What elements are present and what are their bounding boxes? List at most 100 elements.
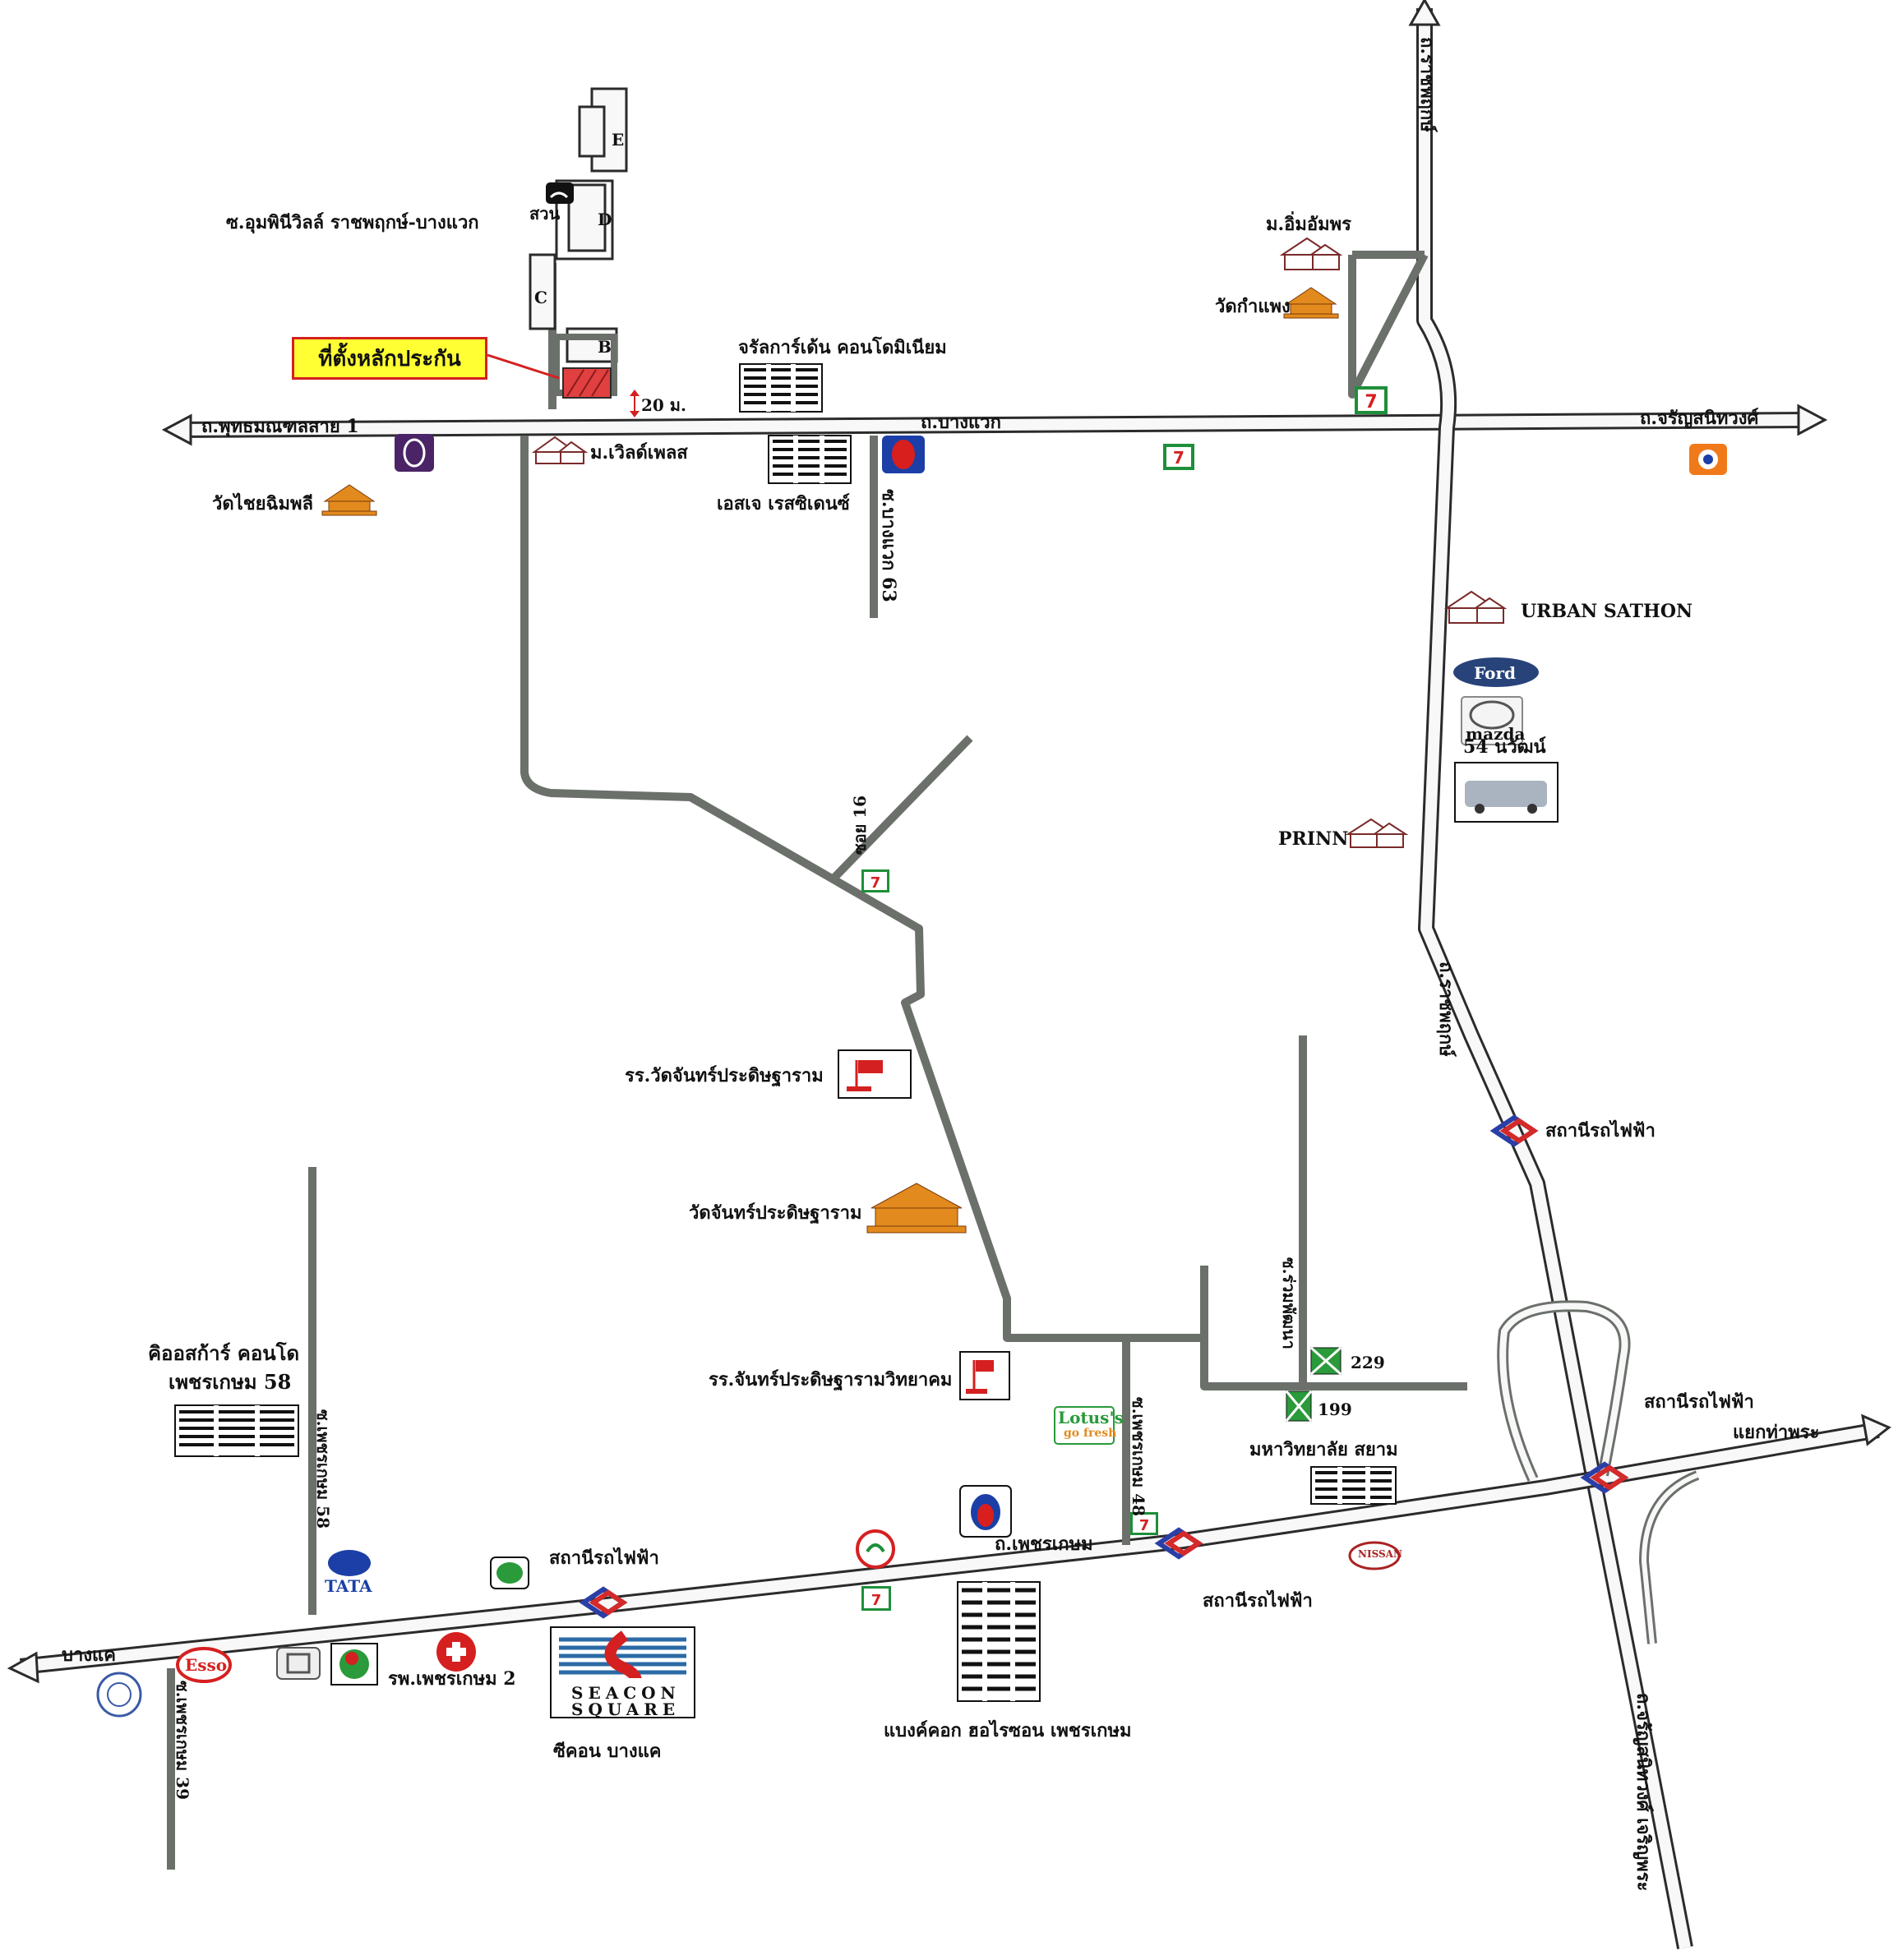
seacon-logo <box>550 1626 695 1718</box>
station-icon-3 <box>1580 1461 1629 1494</box>
school-witthayakhom-label: รร.จันทร์ประดิษฐารามวิทยาคม <box>709 1369 953 1390</box>
soi-63-label: ซ.บางแวก 63 <box>878 489 899 602</box>
wat-chai-label: วัดไชยฉิมพลี <box>212 493 313 514</box>
garden-label: สวน <box>529 204 561 224</box>
hospital-label: รพ.เพชรเกษม 2 <box>388 1668 516 1690</box>
station-icon-4 <box>579 1586 628 1619</box>
temple-icon-chan <box>866 1183 967 1234</box>
station-label-4: สถานีรถไฟฟ้า <box>549 1547 659 1569</box>
distance-label: 20 ม. <box>641 395 686 415</box>
soi-ruamphatthana-label: ซ.ร่วมพัฒนา <box>1279 1257 1299 1349</box>
seacon-brand-label-2: SQUARE <box>571 1699 681 1719</box>
soi-main <box>520 436 1130 1545</box>
building-e-label: E <box>612 130 625 150</box>
seacon-label: ซีคอน บางแค <box>553 1741 662 1762</box>
jaturakarn-label: จรัลการ์เด้น คอนโดมิเนียม <box>738 337 947 358</box>
mazda-label: mazda <box>1466 724 1526 744</box>
the-excel-label: คิออสก้าร์ คอนโด <box>148 1341 300 1365</box>
tata-icon <box>328 1550 371 1576</box>
house-icon-prinn <box>1345 818 1409 848</box>
svg-text:7: 7 <box>1365 392 1377 413</box>
tha-phra-label: แยกท่าพระ <box>1733 1422 1820 1443</box>
road-ratchaphruek <box>1416 8 1693 1949</box>
seven-eleven-icon-4: 7 <box>1130 1512 1158 1535</box>
nissan-icon <box>1348 1541 1401 1570</box>
lotus-label: Lotus's <box>1058 1408 1124 1427</box>
road-phetkasem-label: ถ.เพชรเกษม <box>995 1533 1093 1555</box>
soi-39-label: ซ.เพชรเกษม 39 <box>173 1681 192 1800</box>
svg-text:7: 7 <box>1173 448 1185 468</box>
station-label-3: สถานีรถไฟฟ้า <box>1644 1391 1754 1413</box>
condo-icon-sj <box>768 435 852 484</box>
hospital-icon <box>436 1632 476 1672</box>
car-dealer-icons <box>1453 657 1559 823</box>
soi-48-label: ซ.เพชรเกษม 48 <box>1129 1397 1148 1516</box>
seacon-brand-label: SEACON <box>571 1683 681 1703</box>
station-icon-1 <box>1489 1114 1539 1147</box>
num-199-label: 199 <box>1318 1400 1352 1419</box>
ford-label: Ford <box>1474 663 1516 683</box>
seven-eleven-icon-1: 7 <box>1355 386 1388 414</box>
station-label-2: สถานีรถไฟฟ้า <box>1203 1590 1313 1612</box>
house-icon-world-place <box>531 436 589 464</box>
road-arrows <box>7 0 1891 1684</box>
the-excel-label-2: เพชรเกษม 58 <box>169 1370 292 1394</box>
seven-eleven-icon-3: 7 <box>861 869 889 892</box>
road-charan-bottom-label: ถ.จรัญสนิทวงศ์ เจริญพระ <box>1632 1693 1654 1892</box>
target-building <box>487 353 640 417</box>
soi-16-label: ซอย 16 <box>850 795 870 855</box>
sj-residence-label: เอสเจ เรสซิเดนซ์ <box>717 493 850 514</box>
school-icon-witthayakhom <box>959 1351 1010 1400</box>
school-icon-wat <box>838 1049 912 1099</box>
lotus-icon <box>1054 1406 1115 1445</box>
nissan-label: NISSAN <box>1358 1548 1402 1560</box>
house-icon-urban-sathon <box>1443 590 1508 624</box>
siam-uni-label: มหาวิทยาลัย สยาม <box>1249 1439 1398 1460</box>
temple-icon-kamphaeng <box>1283 287 1339 319</box>
honda-icon <box>276 1647 321 1680</box>
tower-icon-horizon <box>957 1581 1041 1702</box>
esso-icon <box>176 1647 232 1683</box>
scb-icon <box>395 434 434 472</box>
building-b-label: B <box>598 337 612 357</box>
svg-text:7: 7 <box>871 1592 882 1609</box>
target-location-callout: ที่ตั้งหลักประกัน <box>292 337 487 380</box>
plant-icon <box>330 1643 378 1686</box>
district-seal-icon <box>96 1672 142 1718</box>
ptt-icon-1 <box>882 436 925 473</box>
house-icon-im-amporn <box>1279 237 1343 270</box>
postbox-icons <box>1285 1346 1342 1422</box>
school-wat-label: รร.วัดจันทร์ประดิษฐาราม <box>625 1065 824 1086</box>
road-ratchaphruek-mid-label: ถ.ราชพฤกษ์ <box>1435 962 1457 1057</box>
road-bangwaek-label: ถ.บางแวก <box>921 412 1001 433</box>
temple-icon-chai <box>321 484 377 516</box>
station-label-1: สถานีรถไฟฟ้า <box>1545 1120 1656 1141</box>
condo-icon-jaturakarn <box>739 363 823 413</box>
station-icon-2 <box>1154 1527 1203 1560</box>
condo-icon-excel <box>174 1404 299 1457</box>
wat-chan-label: วัดจันทร์ประดิษฐาราม <box>689 1202 862 1224</box>
bank-icon-green <box>490 1556 529 1589</box>
ptt-icon-2 <box>959 1485 1012 1538</box>
building-d-label: D <box>598 210 612 229</box>
num-229-label: 229 <box>1351 1353 1385 1372</box>
building-c-label: C <box>534 288 547 307</box>
svg-text:7: 7 <box>1139 1517 1150 1534</box>
condo-icon-siam <box>1310 1466 1397 1505</box>
condo-blocks <box>529 87 628 396</box>
tata-label: TATA <box>325 1576 372 1596</box>
seven-eleven-icon-2: 7 <box>1163 444 1194 470</box>
prinn-label: PRINN <box>1278 828 1349 850</box>
urban-sathon-label: URBAN SATHON <box>1521 601 1693 622</box>
soi-58-label: ซ.เพชรเกษม 58 <box>313 1409 333 1529</box>
garden-icon <box>546 182 574 204</box>
gas-icon-charan <box>1689 444 1727 475</box>
bang-khae-label: บางแค <box>62 1644 116 1666</box>
esso-label: Esso <box>185 1655 228 1675</box>
kbank-icon <box>856 1529 895 1569</box>
wat-kamphaeng-label: วัดกำแพง <box>1215 296 1291 317</box>
soi-name-label: ซ.อุมพินีวิลล์ ราชพฤกษ์-บางแวก <box>226 212 479 233</box>
bangkok-horizon-label: แบงค์คอก ฮอไรซอน เพชรเกษม <box>884 1720 1132 1741</box>
world-place-label: ม.เวิลด์เพลส <box>590 442 688 463</box>
